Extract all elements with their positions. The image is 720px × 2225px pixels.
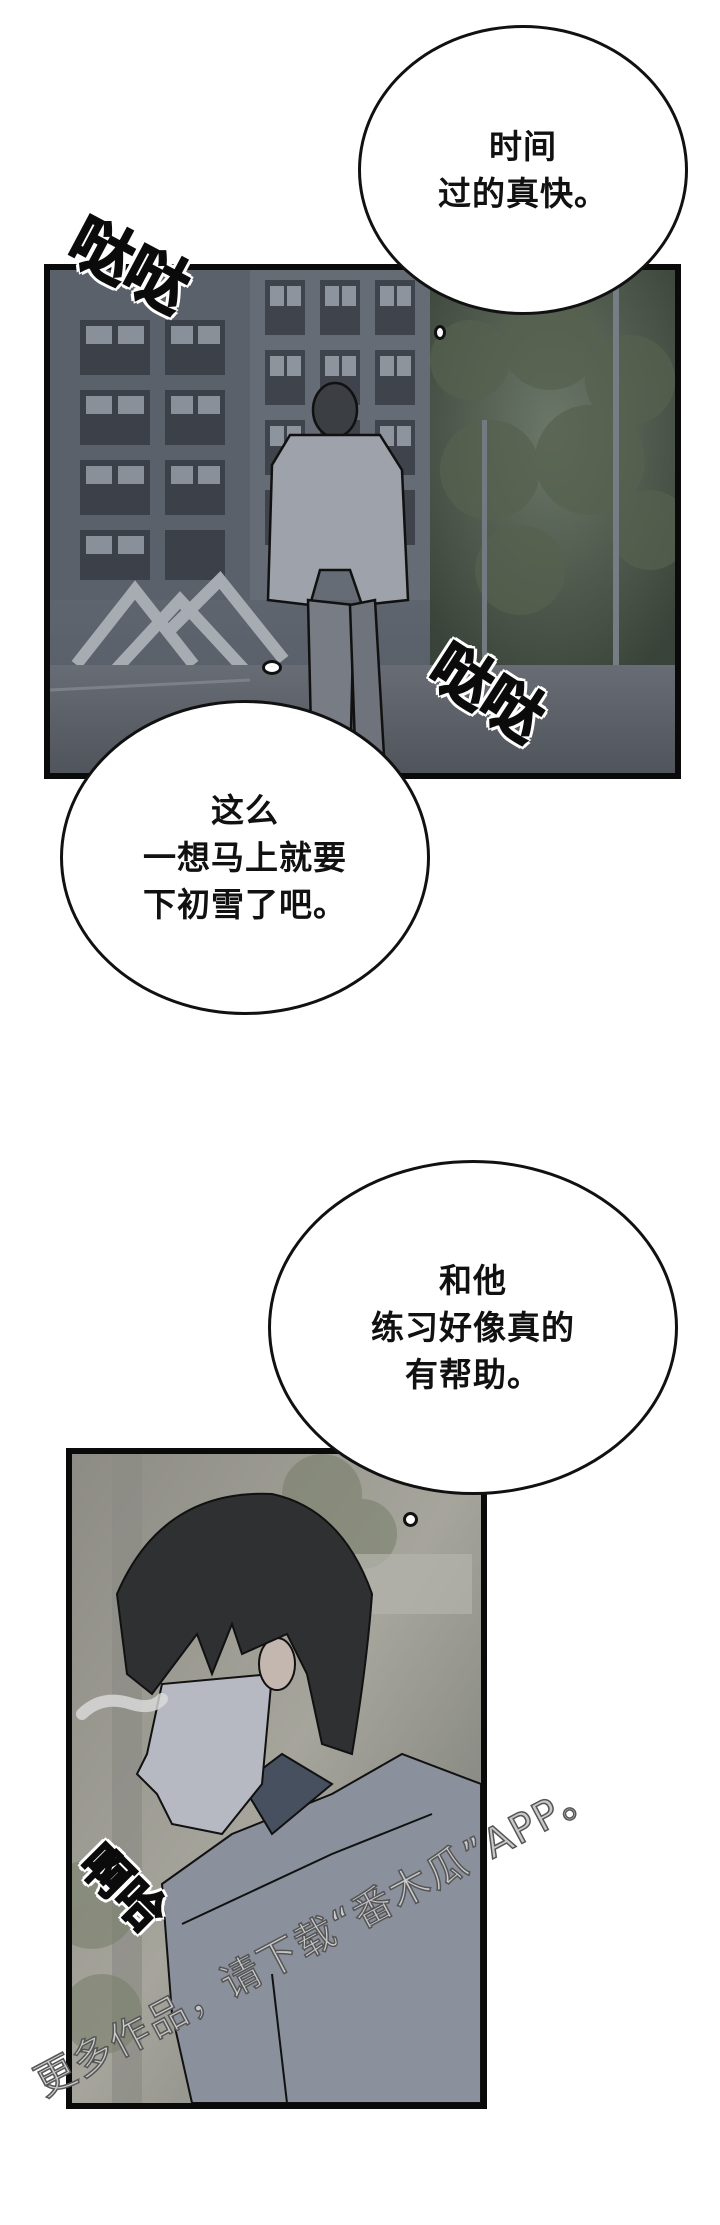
thought-bubble-time-flies: 时间 过的真快。 <box>358 25 688 315</box>
bubble-text: 这么 一想马上就要 下初雪了吧。 <box>143 791 347 924</box>
thought-bubble-first-snow: 这么 一想马上就要 下初雪了吧。 <box>60 700 430 1015</box>
thought-tail-dot <box>403 1512 418 1527</box>
comic-panel-2 <box>66 1448 487 2109</box>
comic-panel-1 <box>44 264 681 779</box>
panel-1-illustration <box>50 270 675 773</box>
thought-tail-dot <box>434 325 446 340</box>
bubble-text: 和他 练习好像真的 有帮助。 <box>371 1261 575 1394</box>
thought-tail-dot <box>262 660 282 675</box>
bubble-text: 时间 过的真快。 <box>438 127 608 213</box>
thought-bubble-practice-helped: 和他 练习好像真的 有帮助。 <box>268 1160 678 1495</box>
panel-2-illustration <box>72 1454 481 2103</box>
